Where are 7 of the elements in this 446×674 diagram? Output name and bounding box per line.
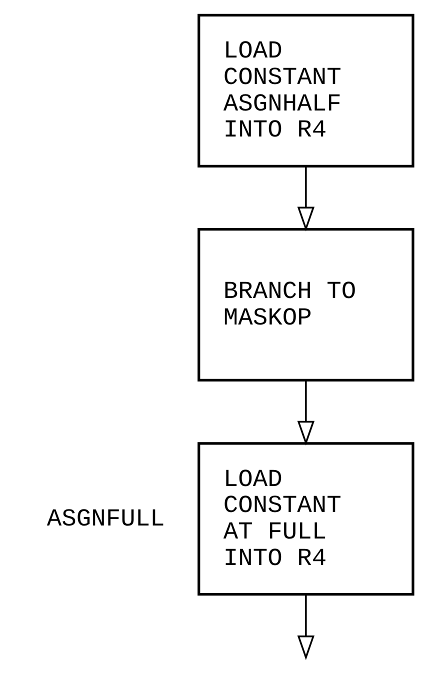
node-box: LOAD CONSTANT AT FULL INTO R4 [198,442,414,596]
node-label: ASGNFULL [46,506,165,534]
node-box: LOAD CONSTANT ASGNHALF INTO R4 [198,14,414,168]
arrow [297,594,315,660]
node-box: BRANCH TO MASKOP [198,228,414,382]
arrow [297,166,315,232]
arrow [297,380,315,446]
